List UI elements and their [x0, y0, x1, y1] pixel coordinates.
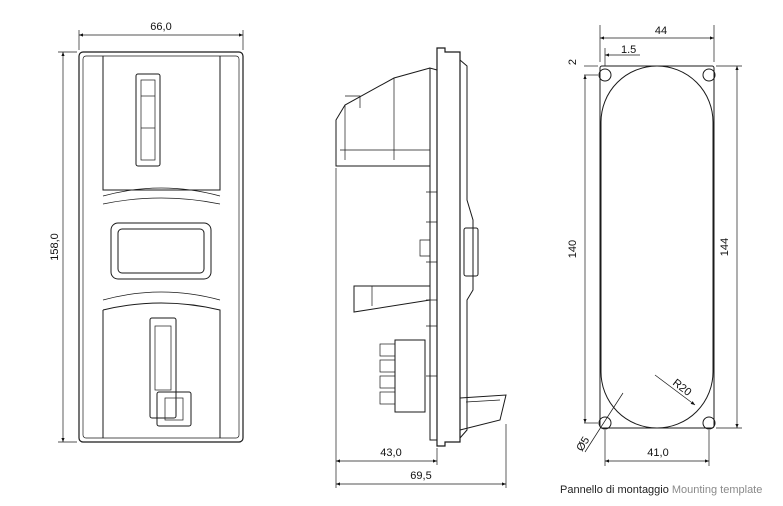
side-depth-label: 43,0 [380, 447, 401, 459]
side-button [463, 227, 479, 277]
template-hole-diameter-label: Ø5 [574, 435, 592, 454]
mounting-hole-top-left [598, 68, 612, 82]
template-outer-panel [599, 65, 715, 429]
lip-detail [465, 399, 501, 403]
mounting-hole-bottom-right [702, 416, 716, 430]
connector-pin [379, 375, 396, 389]
side-front-plate [436, 47, 461, 447]
side-bezel-profile [459, 59, 474, 439]
side-body-top [335, 67, 438, 167]
template-outer-height-label: 144 [719, 238, 731, 256]
mounting-hole-top-right [702, 68, 716, 82]
release-lever-inner [164, 397, 184, 421]
side-body-details [340, 78, 430, 160]
side-body-rear [429, 166, 437, 441]
template-inner-height-label: 140 [567, 240, 579, 258]
side-bottom-lip [459, 394, 507, 431]
side-view: 43,0 69,5 [335, 47, 507, 488]
upper-block [102, 56, 221, 191]
template-hole-offset-v-label: 2 [567, 59, 579, 65]
side-connector [394, 339, 426, 413]
connector-pin [379, 391, 396, 405]
side-lever-arm [353, 285, 431, 313]
side-body-ribs [419, 191, 437, 377]
front-bezel-outline [78, 51, 244, 443]
hole-diameter-leader [584, 426, 602, 453]
lower-block-curve [102, 291, 221, 301]
reject-button-outer [110, 222, 212, 280]
caption-italian: Pannello di montaggio [560, 484, 669, 496]
side-total-depth-label: 69,5 [410, 470, 431, 482]
template-bottom-width-label: 41,0 [647, 447, 668, 459]
reject-button-inner [117, 228, 205, 274]
connector-pin [379, 343, 396, 357]
coin-slot-lower [149, 317, 177, 419]
template-hole-offset-h-label: 1.5 [621, 44, 636, 56]
lower-block [102, 302, 221, 438]
caption-english: Mounting template [671, 484, 763, 496]
upper-block-curve-2 [102, 197, 221, 205]
release-lever [156, 391, 192, 427]
upper-block-curve [102, 187, 221, 197]
template-top-width-label: 44 [655, 25, 667, 37]
coin-slot-lower-inner [154, 325, 172, 391]
hole-diameter-leader [600, 392, 624, 428]
mounting-hole-bottom-left [598, 416, 612, 430]
mounting-template: 44 1.5 2 140 144 R20 Ø5 41,0 [567, 25, 742, 466]
front-bezel-inner [82, 55, 240, 439]
template-cutout [600, 65, 714, 429]
radius-leader [654, 374, 696, 406]
side-tab [345, 95, 361, 108]
connector-pin [379, 359, 396, 373]
coin-slot-upper-inner [140, 79, 156, 161]
front-height-label: 158,0 [49, 233, 61, 261]
front-width-label: 66,0 [150, 21, 171, 33]
front-view: 66,0 158,0 [49, 21, 244, 443]
coin-slot-upper [135, 73, 161, 167]
